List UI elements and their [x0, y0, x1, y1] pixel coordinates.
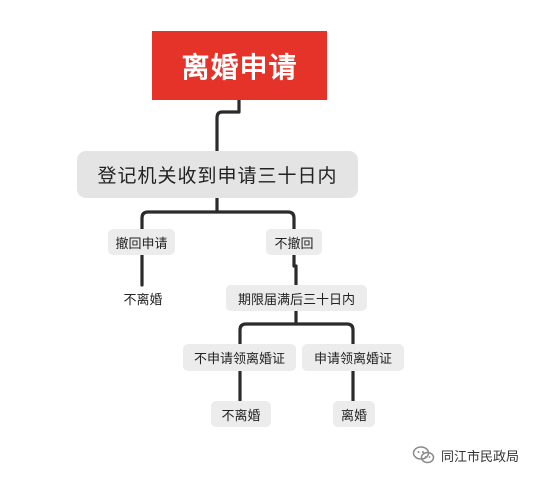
root-node: 离婚申请 — [152, 31, 327, 100]
main-node: 登记机关收到申请三十日内 — [77, 151, 358, 198]
no-apply-result-node: 不离婚 — [211, 401, 271, 427]
apply-certificate-node: 申请领离婚证 — [302, 344, 404, 371]
apply-result-node: 离婚 — [333, 401, 375, 427]
connector-root-main — [215, 98, 241, 153]
withdraw-result-node: 不离婚 — [123, 292, 163, 308]
account-name: 同江市民政局 — [441, 449, 520, 465]
account-watermark: 同江市民政局 — [412, 443, 519, 467]
connector-main-branches — [140, 196, 296, 231]
no-withdraw-node: 不撤回 — [266, 229, 322, 255]
no-apply-certificate-node: 不申请领离婚证 — [183, 344, 296, 371]
period-expired-node: 期限届满后三十日内 — [226, 285, 367, 311]
withdraw-node: 撤回申请 — [108, 229, 175, 255]
wechat-icon — [412, 446, 435, 464]
connector-period-branches — [238, 309, 355, 346]
connector-no-withdraw-period — [292, 253, 298, 287]
